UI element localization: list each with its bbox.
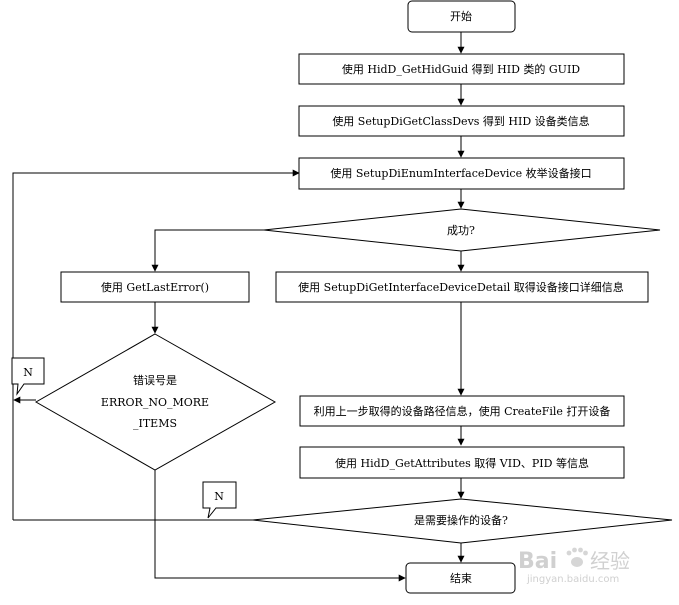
- get-attributes-label: 使用 HidD_GetAttributes 取得 VID、PID 等信息: [335, 456, 589, 470]
- error-decision: 错误号是 ERROR_NO_MORE _ITEMS: [34, 333, 277, 471]
- error-label-line2: ERROR_NO_MORE: [101, 396, 209, 409]
- success-label: 成功?: [447, 224, 475, 237]
- watermark: Bai 经验 jingyan.baidu.com: [518, 547, 630, 585]
- paw-icon: [566, 547, 588, 567]
- n-callout-error: N: [11, 357, 45, 396]
- enum-interface-node: 使用 SetupDiEnumInterfaceDevice 枚举设备接口: [298, 157, 625, 190]
- get-class-devs-node: 使用 SetupDiGetClassDevs 得到 HID 设备类信息: [298, 105, 625, 137]
- n-device-label: N: [214, 490, 224, 503]
- arrow-loop-to-enum: [12, 169, 300, 520]
- start-node: 开始: [407, 0, 516, 33]
- end-label: 结束: [450, 572, 472, 585]
- watermark-brand: Bai: [518, 549, 557, 574]
- end-node: 结束: [405, 562, 516, 594]
- connectors: [12, 32, 465, 582]
- enum-interface-label: 使用 SetupDiEnumInterfaceDevice 枚举设备接口: [330, 166, 591, 180]
- error-label-line1: 错误号是: [133, 373, 177, 387]
- get-last-error-label: 使用 GetLastError(): [101, 281, 209, 294]
- success-decision: 成功?: [263, 208, 661, 252]
- get-last-error-node: 使用 GetLastError(): [60, 271, 250, 303]
- arrow-success-to-lasterror: [151, 229, 264, 272]
- n-error-label: N: [23, 366, 33, 379]
- need-device-label: 是需要操作的设备?: [414, 513, 508, 527]
- get-hid-guid-label: 使用 HidD_GetHidGuid 得到 HID 类的 GUID: [342, 62, 580, 76]
- create-file-label: 利用上一步取得的设备路径信息，使用 CreateFile 打开设备: [314, 404, 611, 418]
- get-hid-guid-node: 使用 HidD_GetHidGuid 得到 HID 类的 GUID: [298, 53, 625, 85]
- watermark-url: jingyan.baidu.com: [526, 574, 619, 585]
- arrow-errorq-to-end: [154, 470, 406, 582]
- n-callout-device: N: [202, 481, 237, 519]
- create-file-node: 利用上一步取得的设备路径信息，使用 CreateFile 打开设备: [299, 395, 625, 427]
- get-attributes-node: 使用 HidD_GetAttributes 取得 VID、PID 等信息: [299, 446, 625, 479]
- start-label: 开始: [450, 9, 472, 23]
- watermark-brand2: 经验: [590, 549, 630, 573]
- error-label-line3: _ITEMS: [133, 417, 177, 430]
- get-detail-label: 使用 SetupDiGetInterfaceDeviceDetail 取得设备接…: [298, 280, 624, 294]
- need-device-decision: 是需要操作的设备?: [252, 498, 673, 544]
- get-detail-node: 使用 SetupDiGetInterfaceDeviceDetail 取得设备接…: [275, 271, 649, 303]
- get-class-devs-label: 使用 SetupDiGetClassDevs 得到 HID 设备类信息: [332, 114, 589, 128]
